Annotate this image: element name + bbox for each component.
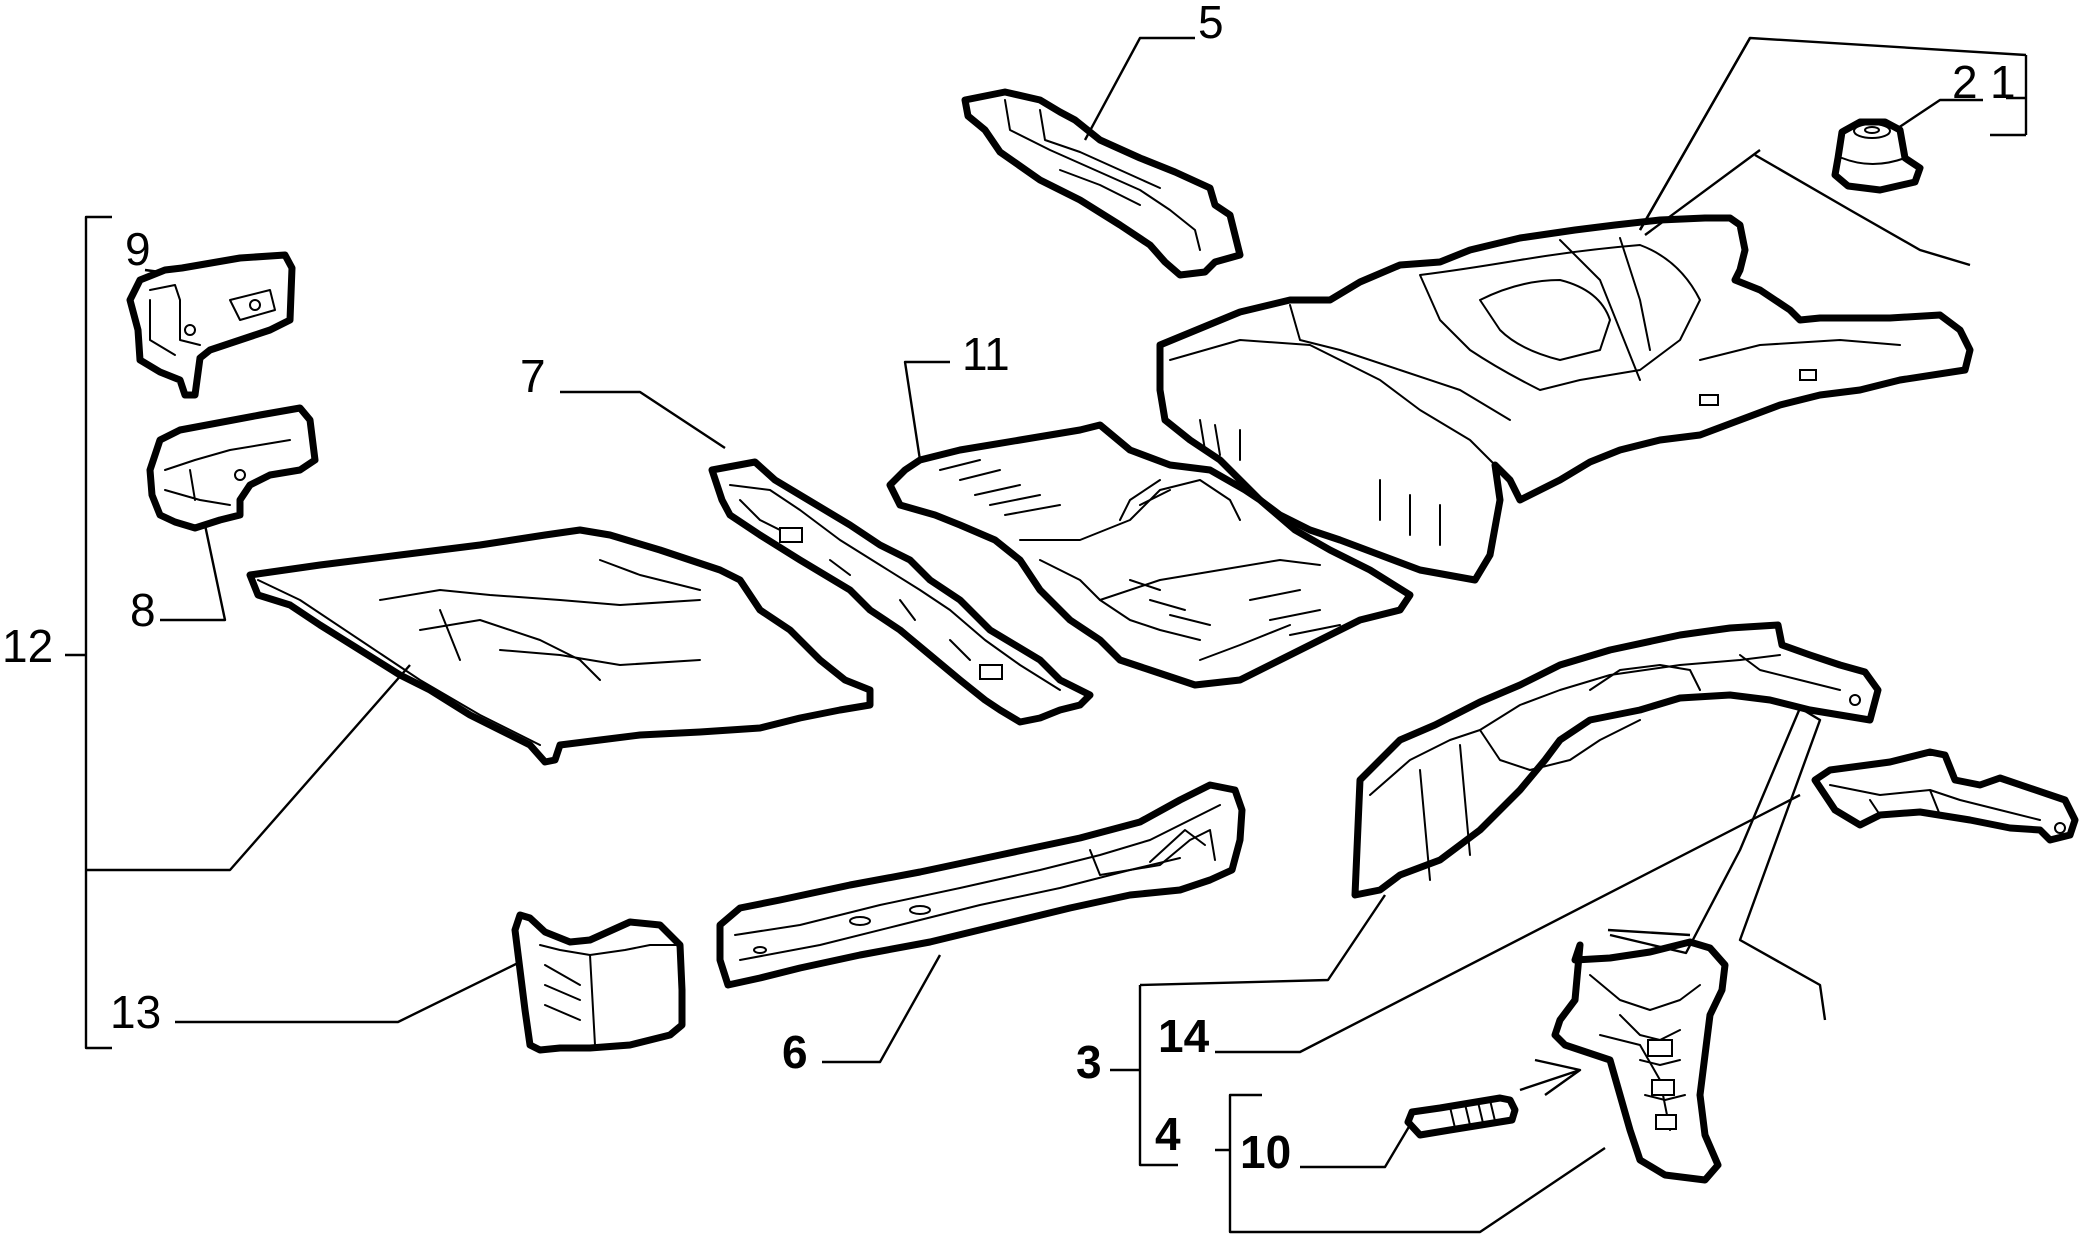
part-1-rear-floor[interactable]	[1156, 214, 1974, 584]
callout-13[interactable]: 13	[110, 986, 161, 1038]
callout-labels: 1 2 3 4 5 6 7 8 9 10 11 12 13 14	[2, 0, 2016, 1178]
callout-3[interactable]: 3	[1076, 1036, 1102, 1088]
callout-12[interactable]: 12	[2, 620, 53, 672]
callout-7[interactable]: 7	[520, 350, 546, 402]
callout-6[interactable]: 6	[782, 1026, 808, 1078]
callout-2[interactable]: 2	[1952, 56, 1978, 108]
part-6-sill[interactable]	[716, 781, 1246, 989]
part-13-box-bracket[interactable]	[511, 911, 686, 1054]
part-7-longitudinal-member[interactable]	[708, 458, 1094, 726]
part-5-crossmember[interactable]	[961, 88, 1244, 279]
part-2-bush[interactable]	[1831, 118, 1924, 194]
part-14-bracket[interactable]	[1811, 748, 2079, 844]
part-9-bracket[interactable]	[126, 251, 296, 399]
part-11-centre-floor[interactable]	[886, 421, 1414, 689]
callout-1[interactable]: 1	[1990, 56, 2016, 108]
callout-9[interactable]: 9	[125, 223, 151, 275]
leader-lines	[65, 36, 2028, 1234]
part-3-side-member[interactable]	[1351, 621, 1882, 899]
callout-8[interactable]: 8	[130, 584, 156, 636]
callout-5[interactable]: 5	[1198, 0, 1224, 48]
part-8-bracket[interactable]	[146, 404, 319, 532]
part-12-front-floor-half[interactable]	[246, 526, 874, 766]
callout-14[interactable]: 14	[1158, 1010, 1210, 1062]
callout-10[interactable]: 10	[1240, 1126, 1291, 1178]
callout-4[interactable]: 4	[1155, 1108, 1181, 1160]
part-4-tow-bracket[interactable]	[1551, 938, 1729, 1184]
part-10-stud[interactable]	[1404, 1094, 1519, 1139]
callout-11[interactable]: 11	[962, 328, 1010, 380]
